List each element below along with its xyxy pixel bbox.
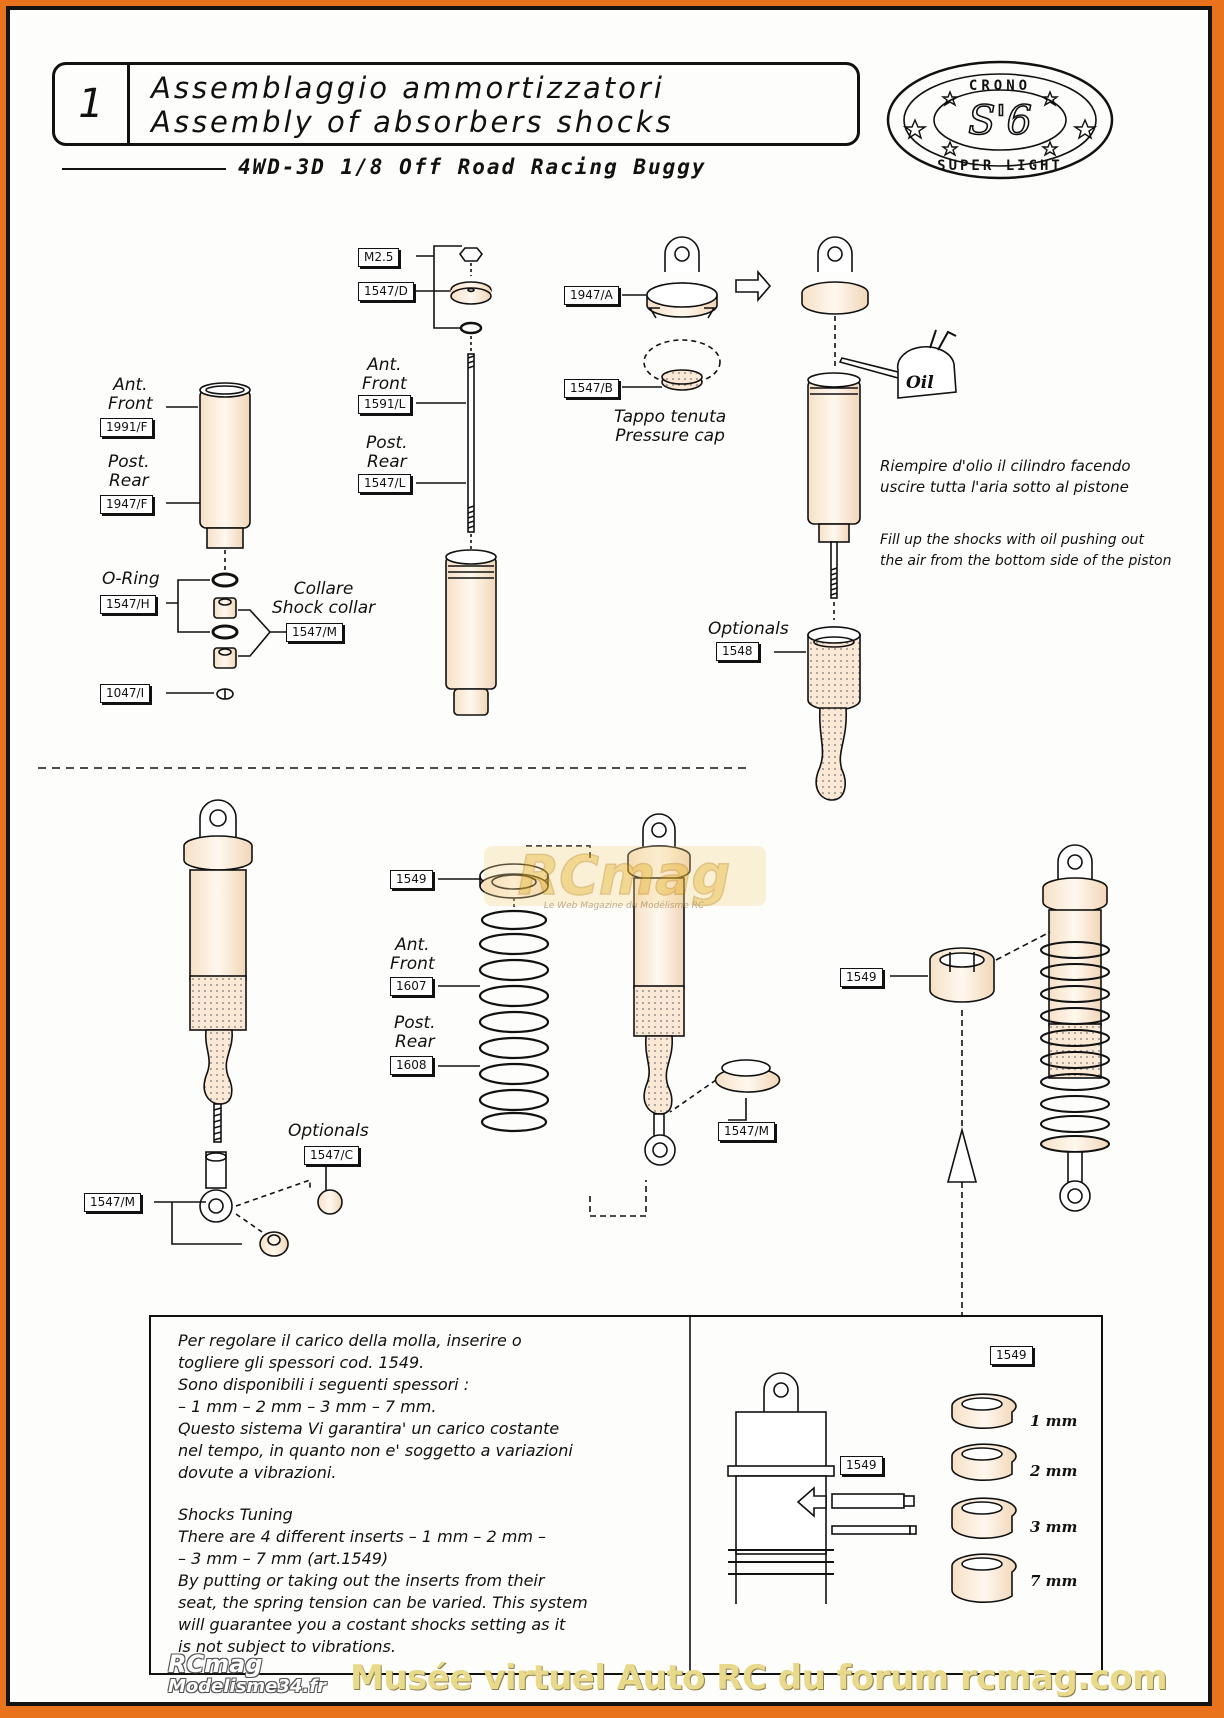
label-collare: Collare Shock collar bbox=[272, 579, 376, 618]
crono-logo: CRONO S'6 SUPER LIGHT bbox=[886, 60, 1114, 180]
part-1549-inner: 1549 bbox=[840, 1456, 883, 1475]
label-post-rear-3: Post. Rear bbox=[394, 1013, 436, 1052]
part-1547B: 1547/B bbox=[564, 379, 619, 398]
label-o-ring: O-Ring bbox=[102, 569, 160, 589]
header-box: 1 Assemblaggio ammortizzatori Assembly o… bbox=[52, 62, 860, 146]
subtitle: 4WD-3D 1/8 Off Road Racing Buggy bbox=[238, 155, 707, 179]
part-1549-box: 1549 bbox=[990, 1346, 1033, 1365]
tuning-text-english: There are 4 different inserts – 1 mm – 2… bbox=[178, 1527, 588, 1656]
watermark-tagline: Le Web Magazine du Modélisme RC bbox=[544, 900, 705, 911]
insert-size-2: 2 mm bbox=[1030, 1462, 1078, 1480]
part-1547H: 1547/H bbox=[100, 595, 156, 614]
part-1548: 1548 bbox=[716, 642, 759, 661]
title-english: Assembly of absorbers shocks bbox=[151, 105, 674, 139]
watermark-logo: RCmag bbox=[518, 844, 731, 907]
part-1591L: 1591/L bbox=[358, 395, 412, 414]
rcmag-watermark-center: RCmag Le Web Magazine du Modélisme RC bbox=[484, 843, 766, 911]
part-M25: M2.5 bbox=[358, 248, 400, 267]
insert-size-3: 3 mm bbox=[1030, 1518, 1078, 1536]
assembled-shock-left bbox=[154, 799, 343, 1257]
step-number: 1 bbox=[55, 65, 130, 143]
part-1991F: 1991/F bbox=[100, 418, 154, 437]
part-1607: 1607 bbox=[390, 977, 433, 996]
cap-group bbox=[622, 236, 772, 391]
label-optionals-2: Optionals bbox=[288, 1121, 369, 1141]
oil-fill-group: Oil bbox=[774, 236, 957, 801]
instructions-italian: Riempire d'olio il cilindro facendo usci… bbox=[880, 457, 1131, 496]
logo-center-text: S'6 bbox=[968, 98, 1032, 144]
tuning-text-italian: Per regolare il carico della molla, inse… bbox=[178, 1331, 573, 1482]
oil-can-label: Oil bbox=[906, 373, 934, 393]
insert-size-4: 7 mm bbox=[1030, 1572, 1078, 1590]
part-1547C: 1547/C bbox=[304, 1146, 359, 1165]
spring-group bbox=[438, 813, 781, 1217]
subtitle-rule bbox=[62, 168, 226, 170]
part-1547M-collar: 1547/M bbox=[286, 623, 343, 642]
part-1549-right: 1549 bbox=[840, 968, 883, 987]
shaft-group bbox=[416, 245, 497, 716]
part-1947F: 1947/F bbox=[100, 495, 154, 514]
assembled-shock-right bbox=[890, 844, 1110, 1316]
shock-body-group bbox=[166, 382, 286, 700]
logo-bottom-text: SUPER LIGHT bbox=[937, 158, 1063, 174]
tuning-title-english: Shocks Tuning bbox=[178, 1505, 293, 1524]
label-ant-front-2: Ant. Front bbox=[362, 355, 407, 394]
part-1547M-clip: 1547/M bbox=[718, 1122, 775, 1141]
logo-top-text: CRONO bbox=[969, 78, 1031, 94]
footer-logo-rcmag: RCmag bbox=[168, 1650, 263, 1678]
label-optionals-1: Optionals bbox=[708, 619, 789, 639]
instructions-english: Fill up the shocks with oil pushing out … bbox=[880, 532, 1172, 569]
part-1547M-bottom: 1547/M bbox=[84, 1193, 141, 1212]
exploded-diagram: CRONO S'6 SUPER LIGHT bbox=[38, 60, 1114, 1675]
label-pressure-cap: Tappo tenuta Pressure cap bbox=[614, 407, 727, 446]
label-ant-front-3: Ant. Front bbox=[390, 935, 435, 974]
manual-page: 1 Assemblaggio ammortizzatori Assembly o… bbox=[6, 6, 1212, 1706]
tuning-box-frame bbox=[149, 1315, 1103, 1675]
label-post-rear-1: Post. Rear bbox=[108, 452, 150, 491]
part-1547L: 1547/L bbox=[358, 474, 412, 493]
footer-logo-modelisme: Modelisme34.fr bbox=[168, 1676, 326, 1697]
title-italian: Assemblaggio ammortizzatori bbox=[151, 71, 665, 105]
label-ant-front-1: Ant. Front bbox=[108, 375, 153, 414]
part-1547D: 1547/D bbox=[358, 282, 414, 301]
part-1549-center: 1549 bbox=[390, 870, 433, 889]
label-post-rear-2: Post. Rear bbox=[366, 433, 408, 472]
footer-museum-text: Musée virtuel Auto RC du forum rcmag.com bbox=[350, 1658, 1168, 1698]
part-1047I: 1047/I bbox=[100, 684, 151, 703]
part-1947A: 1947/A bbox=[564, 286, 619, 305]
part-1608: 1608 bbox=[390, 1056, 433, 1075]
insert-size-1: 1 mm bbox=[1030, 1412, 1078, 1430]
